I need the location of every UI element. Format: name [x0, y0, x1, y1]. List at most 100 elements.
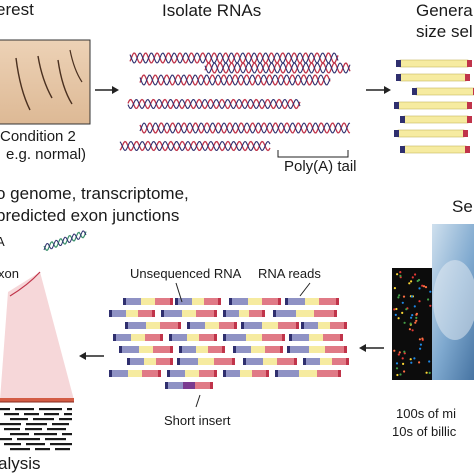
- adapter-left: [179, 346, 182, 353]
- sequencing-cluster-dot: [415, 319, 418, 322]
- aligned-read: [26, 443, 45, 446]
- adapter-left: [109, 310, 112, 317]
- read-segment: [208, 346, 222, 353]
- sequencing-cluster-dot: [401, 301, 404, 304]
- adapter-left: [289, 334, 292, 341]
- adapter-left: [243, 358, 246, 365]
- adapter-right: [467, 60, 472, 67]
- arrow-left-icon: [79, 352, 104, 360]
- read-segment: [190, 322, 205, 329]
- analysis-title: alysis: [0, 454, 41, 473]
- adapter-left: [167, 370, 170, 377]
- adapter-right: [222, 346, 225, 353]
- sequencing-cluster-dot: [419, 347, 422, 350]
- adapter-right: [234, 322, 237, 329]
- adapter-left: [109, 370, 112, 377]
- read-segment: [153, 346, 170, 353]
- aligned-read: [35, 448, 50, 451]
- read-segment: [306, 358, 320, 365]
- insert-segment: [239, 310, 249, 317]
- adapter-right: [170, 298, 173, 305]
- read-segment: [252, 370, 266, 377]
- insert-fragment: [397, 129, 465, 138]
- read-segment: [262, 298, 278, 305]
- read-segment: [164, 310, 182, 317]
- sequencing-cluster-dot: [416, 279, 419, 283]
- rna-strand-complement: [127, 98, 301, 110]
- adapter-right: [214, 334, 217, 341]
- adapter-right: [336, 298, 339, 305]
- insert-segment: [309, 346, 325, 353]
- insert-segment: [262, 322, 278, 329]
- sequencing-cluster-dot: [403, 370, 406, 373]
- rna-reads-pool: [109, 298, 349, 389]
- a-label: A: [0, 234, 5, 249]
- sequencing-cluster-dot: [428, 371, 431, 374]
- short-insert-label: Short insert: [164, 413, 231, 428]
- size-selected-fragments: [394, 59, 474, 154]
- adapter-left: [233, 346, 236, 353]
- read-segment: [226, 370, 240, 377]
- insert-fragment: [399, 59, 469, 68]
- read-segment: [138, 310, 152, 317]
- aligned-read: [17, 438, 40, 441]
- sequencing-cluster-dot: [425, 371, 428, 374]
- insert-segment: [126, 310, 138, 317]
- aligned-read: [62, 433, 72, 436]
- adapter-left: [412, 88, 417, 95]
- adapter-right: [340, 334, 343, 341]
- sequencing-cluster-dot: [410, 280, 413, 283]
- aligned-read: [4, 443, 21, 446]
- sequencing-cluster-dot: [393, 349, 396, 352]
- read-segment: [265, 346, 280, 353]
- insert-segment: [182, 310, 196, 317]
- read-segment: [219, 322, 234, 329]
- insert-segment: [305, 298, 319, 305]
- adapter-right: [152, 310, 155, 317]
- sequencing-cluster-dot: [399, 271, 402, 274]
- annotation-pointers: [175, 282, 311, 408]
- sequencing-cluster-dot: [397, 296, 400, 299]
- read-segment: [226, 334, 246, 341]
- sequencing-cluster-dot: [405, 308, 408, 311]
- adapter-left: [287, 346, 290, 353]
- exon-transcript-strand: [43, 231, 87, 252]
- aligned-read: [26, 423, 47, 426]
- sequencing-cluster-dot: [418, 300, 421, 303]
- sequencing-cluster-dot: [408, 282, 411, 285]
- sequencing-cluster-dot: [421, 284, 424, 287]
- read-segment: [142, 370, 158, 377]
- read-segment: [226, 310, 239, 317]
- adapter-left: [187, 322, 190, 329]
- aligned-read: [44, 413, 59, 416]
- alignment-panel: [0, 230, 87, 451]
- arrow-left-icon: [359, 344, 384, 352]
- read-segment: [126, 298, 141, 305]
- adapter-right: [296, 322, 299, 329]
- adapter-left: [113, 334, 116, 341]
- rna-strand: [139, 74, 331, 86]
- sequencing-cluster-dot: [422, 285, 426, 288]
- adapter-left: [125, 322, 128, 329]
- read-segment: [244, 322, 262, 329]
- sequencing-cluster-dot: [396, 373, 399, 377]
- read-segment: [112, 310, 126, 317]
- adapter-right: [346, 358, 349, 365]
- read-segment: [330, 322, 344, 329]
- insert-segment: [309, 334, 323, 341]
- adapter-left: [175, 298, 178, 305]
- read-segment: [170, 370, 185, 377]
- reads-count-line2: 10s of billic: [392, 424, 457, 439]
- sequencing-cluster-dot: [399, 274, 402, 277]
- insert-segment: [141, 298, 155, 305]
- adapter-right: [467, 116, 472, 123]
- adapter-right: [218, 298, 221, 305]
- aligned-read: [50, 443, 72, 446]
- adapter-left: [396, 74, 401, 81]
- read-segment: [168, 382, 183, 389]
- sequencing-cluster-dot: [429, 290, 432, 293]
- read-segment: [112, 370, 128, 377]
- rna-strand-complement: [119, 140, 271, 152]
- adapter-left: [223, 334, 226, 341]
- adapter-right: [170, 358, 173, 365]
